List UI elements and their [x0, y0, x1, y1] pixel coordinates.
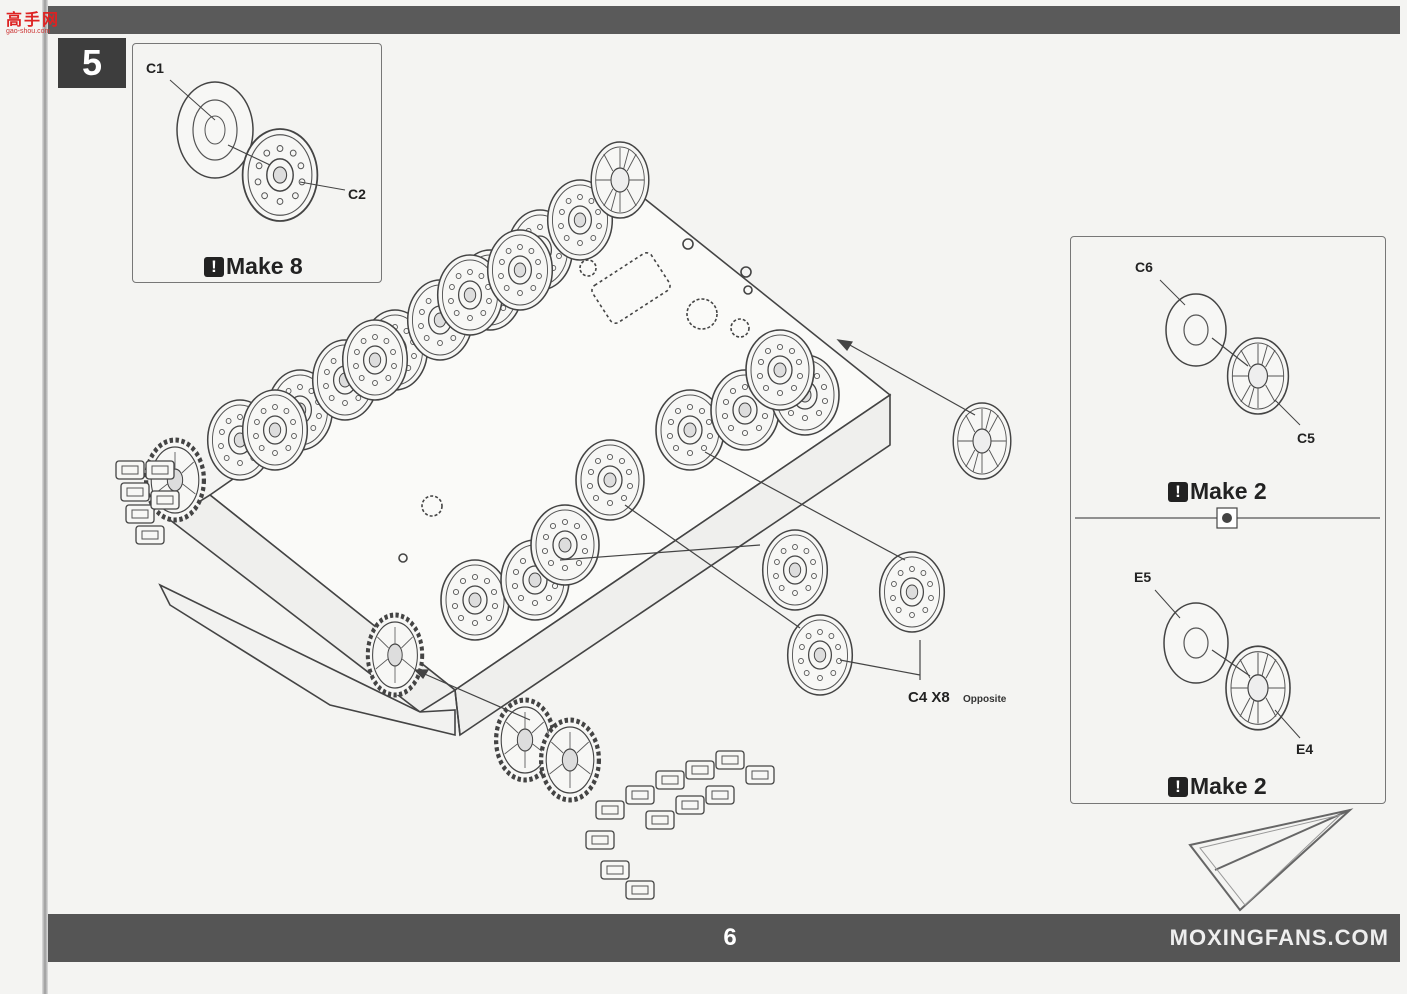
make-label: Make 2: [1190, 478, 1267, 504]
bottom-bar: [48, 914, 1400, 962]
make-count-right-top: ! Make 2: [1168, 478, 1267, 505]
warning-icon: !: [1168, 776, 1188, 797]
leader-lines: [413, 339, 976, 721]
warning-icon: !: [1168, 481, 1188, 502]
paper-plane-logo: [1188, 808, 1354, 912]
exploded-sprocket: [496, 700, 599, 800]
inset-right-top-parts: [1159, 279, 1301, 426]
watermark-url: gao-shou.com: [6, 28, 51, 35]
part-label-c6: C6: [1135, 259, 1153, 275]
part-label-c5: C5: [1297, 430, 1315, 446]
make-count-top: ! Make 8: [204, 253, 303, 280]
inset-frame-right: [1070, 236, 1386, 804]
inset-right-bottom-parts: [1154, 589, 1301, 739]
top-bar: [48, 6, 1400, 34]
part-label-c1: C1: [146, 60, 164, 76]
brand-logo: MOXINGFANS.COM: [1169, 925, 1389, 950]
exploded-track: [585, 750, 775, 900]
part-label-c2: C2: [348, 186, 366, 202]
inset-top-parts: [169, 79, 346, 222]
opposite-note: Opposite: [963, 694, 1007, 705]
inset-frame-top: [132, 43, 382, 283]
watermark-title: 高手网: [6, 12, 61, 29]
make-label: Make 8: [226, 253, 303, 279]
warning-icon: !: [204, 256, 224, 277]
make-count-right-bottom: ! Make 2: [1168, 773, 1267, 800]
part-label-c4: C4 X8: [908, 689, 950, 706]
page-number: 6: [723, 924, 737, 951]
make-label: Make 2: [1190, 773, 1267, 799]
part-label-e5: E5: [1134, 569, 1152, 585]
binding-spine: [42, 0, 48, 994]
step-number: 5: [58, 38, 126, 88]
part-label-e4: E4: [1296, 741, 1314, 757]
site-watermark: 高手网 gao-shou.com: [4, 6, 70, 40]
